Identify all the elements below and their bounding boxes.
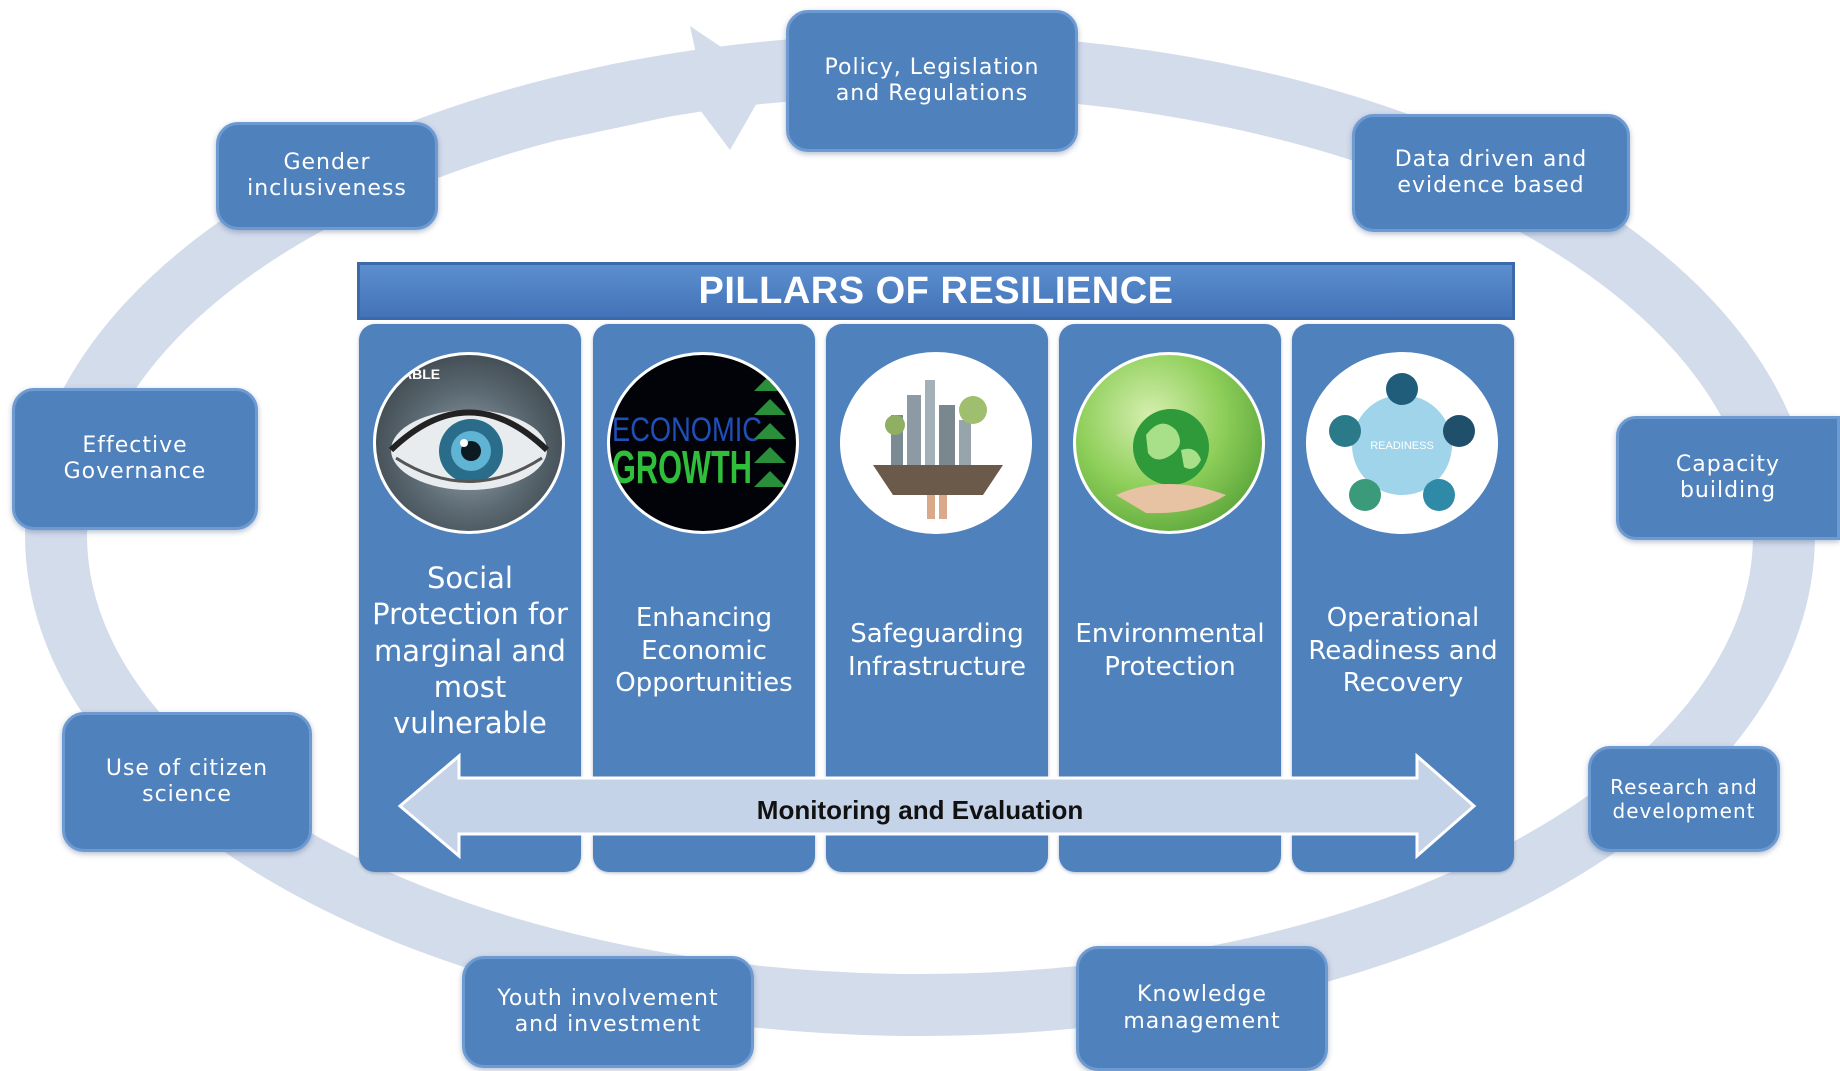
pillar-infrastructure: Safeguarding Infrastructure — [826, 324, 1048, 872]
readiness-cycle-icon: READINESS — [1306, 352, 1498, 534]
monitoring-label: Monitoring and Evaluation — [756, 795, 1084, 825]
node-citizen-science-label: Use of citizen science — [105, 755, 269, 807]
cycle-arrow-head — [540, 26, 770, 150]
node-knowledge-label: Knowledge management — [1123, 982, 1281, 1034]
pillar-operational-readiness: READINESS Operational Readiness and Reco… — [1292, 324, 1514, 872]
pillar-social-protection: ABLE Social Protection for marginal and … — [359, 324, 581, 872]
pillar-economic-opportunities: ECONOMIC GROWTH Enhancing Economic Oppor… — [593, 324, 815, 872]
pillar-social-protection-label: Social Protection for marginal and most … — [372, 561, 568, 740]
node-research: Research and development — [1588, 746, 1780, 852]
node-citizen-science: Use of citizen science — [62, 712, 312, 852]
node-capacity: Capacity building — [1616, 416, 1840, 540]
pillar-economic-opportunities-label: Enhancing Economic Opportunities — [615, 603, 793, 698]
node-gender-label: Gender inclusiveness — [247, 149, 407, 201]
eye-icon: ABLE — [373, 352, 565, 534]
pillar-infrastructure-label: Safeguarding Infrastructure — [848, 619, 1026, 682]
node-capacity-label: Capacity building — [1675, 451, 1781, 503]
pillar-environmental-label: Environmental Protection — [1075, 619, 1265, 682]
svg-text:GROWTH: GROWTH — [612, 441, 752, 493]
node-governance-label: Effective Governance — [63, 432, 207, 484]
pillar-environmental: Environmental Protection — [1059, 324, 1281, 872]
node-policy-label: Policy, Legislation and Regulations — [824, 54, 1040, 106]
node-gender: Gender inclusiveness — [216, 122, 438, 230]
svg-text:ECONOMIC: ECONOMIC — [612, 411, 762, 449]
readiness-icon-text: READINESS — [1370, 440, 1434, 452]
economic-growth-icon: ECONOMIC GROWTH — [607, 352, 799, 534]
node-policy: Policy, Legislation and Regulations — [786, 10, 1078, 152]
node-knowledge: Knowledge management — [1076, 946, 1328, 1071]
node-youth: Youth involvement and investment — [462, 956, 754, 1068]
pillars-title: PILLARS OF RESILIENCE — [698, 269, 1174, 312]
node-youth-label: Youth involvement and investment — [497, 985, 719, 1037]
green-globe-icon — [1073, 352, 1265, 534]
pillars-title-banner: PILLARS OF RESILIENCE — [357, 262, 1515, 320]
node-governance: Effective Governance — [12, 388, 258, 530]
node-data-driven-label: Data driven and evidence based — [1394, 146, 1588, 198]
node-data-driven: Data driven and evidence based — [1352, 114, 1630, 232]
pillar-operational-readiness-label: Operational Readiness and Recovery — [1308, 603, 1498, 698]
city-infrastructure-icon — [840, 352, 1032, 534]
node-research-label: Research and development — [1610, 775, 1758, 823]
eye-icon-text: ABLE — [402, 366, 440, 382]
